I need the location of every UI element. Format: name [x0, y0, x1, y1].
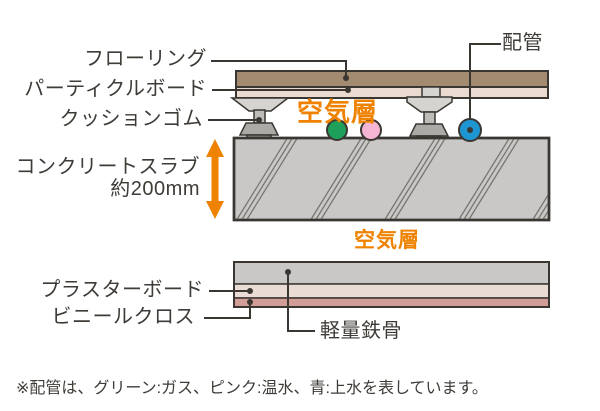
light-steel-label: 軽量鉄骨	[320, 320, 402, 342]
post-head	[229, 97, 291, 112]
slab-thickness-arrow	[206, 139, 224, 219]
vinyl-cloth-label: ビニールクロス	[51, 306, 195, 328]
cushion-rubber-shape	[408, 123, 450, 137]
concrete-slab-label: コンクリートスラブ 約200mm	[0, 156, 200, 200]
vinyl-cloth-leader	[204, 302, 251, 319]
cushion-rubber-shape	[238, 122, 280, 136]
light-steel-leader	[287, 272, 315, 332]
pipe-color-note: ※配管は、グリーン:ガス、ピンク:温水、青:上水を表しています。	[16, 380, 488, 397]
gas-pipe-icon	[326, 119, 348, 141]
hot-water-pipe-icon	[360, 119, 382, 141]
support-post-top	[421, 86, 441, 98]
cushion-rubber-dot	[256, 117, 262, 123]
air-layer-lower-label: 空気層	[354, 229, 420, 252]
piping-leader	[469, 43, 501, 129]
concrete-slab-label-line1: コンクリートスラブ	[15, 156, 200, 178]
slab-hatching	[235, 138, 549, 220]
ceiling-panel	[233, 261, 550, 308]
particle-board-dot	[345, 87, 351, 93]
support-post-right	[406, 96, 453, 142]
piping-label: 配管	[502, 32, 543, 54]
plaster-board-dot	[247, 288, 253, 294]
post-stem	[423, 111, 436, 125]
flooring-dot	[343, 75, 349, 81]
piping-dot	[467, 127, 473, 133]
air-layer-upper-label: 空気層	[297, 97, 379, 127]
plaster-board-label: プラスターボード	[40, 279, 204, 301]
flooring-label: フローリング	[84, 48, 207, 70]
cushion-rubber-label: クッションゴム	[59, 108, 203, 130]
flooring-layer	[235, 70, 549, 88]
plaster-board-layer	[233, 283, 550, 299]
light-steel-layer	[233, 261, 550, 285]
concrete-slab-border	[232, 136, 551, 222]
ceiling-panel-border	[233, 261, 550, 308]
light-steel-dot	[285, 269, 291, 275]
flooring-leader	[211, 60, 347, 77]
leader-lines	[204, 43, 501, 332]
vinyl-cloth-dot	[247, 299, 253, 305]
concrete-slab-thickness: 約200mm	[110, 178, 200, 200]
post-head	[406, 96, 453, 113]
vinyl-cloth-layer	[233, 297, 550, 308]
particle-board-label: パーティクルボード	[24, 78, 207, 100]
